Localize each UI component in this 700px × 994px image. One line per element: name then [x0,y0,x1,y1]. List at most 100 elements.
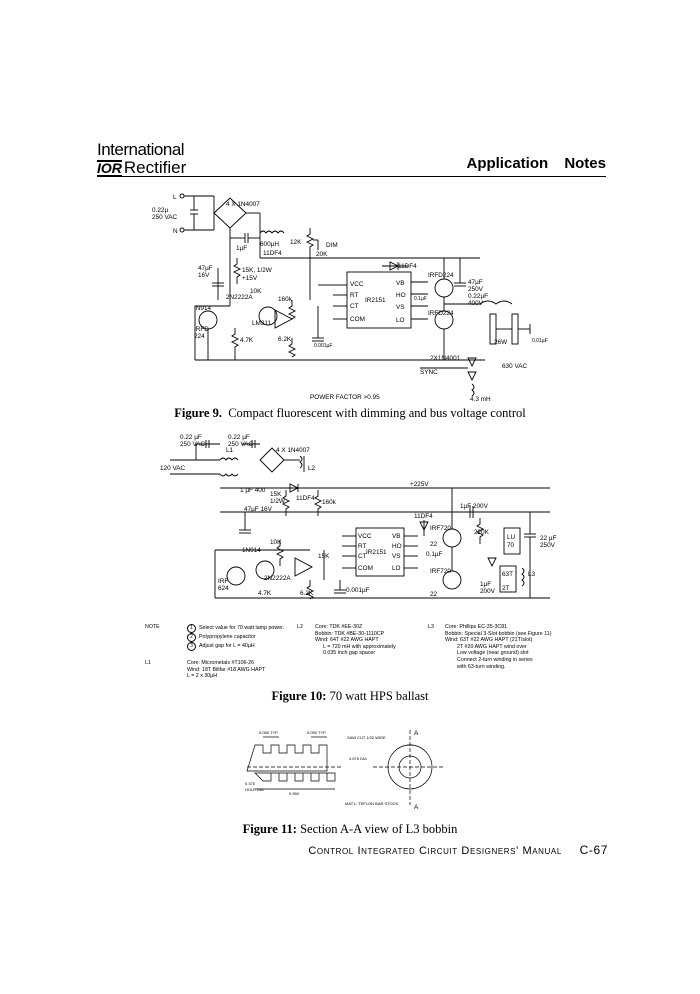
fig9-c1u: 1µF [236,245,247,252]
fig9-l43: 4.3 mH [470,396,491,403]
logo-rectifier: IOR Rectifier [97,158,186,178]
fig10-r160k: 160k [322,499,337,506]
fig10-ho: HO [392,543,402,550]
fig9-224: 224 [194,333,205,340]
fig9-p15v: +15V [242,275,258,282]
fig9-bridge: 4 X 1N4007 [226,201,260,208]
fig10-lo: LO [392,565,401,572]
fig10-r47k: 4.7K [258,590,272,597]
fig10-r22b: 22 [430,591,438,598]
fig10-l3: L3 [528,571,536,578]
fig10-c022b: 0.22 µF [228,434,250,441]
fig10-r22a: 22 [430,541,438,548]
fig11-typ1: 0.085 TYP [259,730,278,735]
fig10-lu70: 70 [507,542,515,549]
fig9-c47ov: 250V [468,286,484,293]
fig10-c22: 22 µF [540,535,557,542]
fig9-irfd: IRFD [194,326,209,333]
fig10-p225: +225V [410,481,429,488]
fig11-hole: HOLE DIA [245,787,264,792]
section-title: Application Notes [466,155,606,172]
fig10-c001: 0.001µF [346,587,370,594]
fig10-c1ubv: 200V [480,588,496,595]
fig10-r15kw: 1/2W [270,498,286,505]
fig10-c47: 47µF 16V [244,506,273,513]
fig11-a-top: A [414,730,419,737]
fig9-diode2: 11DF4 [398,263,417,270]
fig10-c01: 0.1µF [426,551,443,558]
l1-spec: Core: Micrometals #T106-26 Wind: 18T Bil… [187,660,266,680]
figure-11-drawing: 0.085 TYP 0.090 TYP SAW CUT 1/32 WIDE A … [245,730,445,811]
fig10-bridge: 4 X 1N4007 [276,447,310,454]
fig10-c1ub: 1µF [480,581,491,588]
fig9-r62k: 6.2K [278,336,292,343]
fig11-a-bot: A [414,804,419,811]
fig11-saw: SAW CUT 1/32 WIDE [347,735,386,740]
fig9-c47: 47µF [198,265,213,272]
fig9-ic: IR2151 [365,297,386,304]
fig10-l1: L1 [226,447,234,454]
fig9-d2x: 2X1N4001 [430,355,461,362]
fig9-w26: 26W [494,339,508,346]
fig10-t63: 63T [502,571,513,578]
fig9-ct: CT [350,303,359,310]
figure-9-schematic: L N 4 X 1N4007 0.22µ 250 VAC 1µF 600µH 1… [152,193,548,403]
fig10-d11: 11DF4 [296,495,315,502]
fig9-r47k: 4.7K [240,337,254,344]
fig10-r10k: 10K [270,539,282,546]
figure-9-caption: Figure 9. Compact fluorescent with dimmi… [140,406,560,421]
figure-10-schematic: 0.22 µF 250 VAC 0.22 µF 250 VAC 120 VAC … [160,434,557,600]
fig9-c001o: 0.01µF [532,338,548,344]
fig10-irf: IRF [218,578,228,585]
fig10-vb: VB [392,533,401,540]
fig9-rt: RT [350,292,358,299]
fig10-rt: RT [358,543,366,550]
fig9-c01: 0.1µF [414,296,427,302]
figure-10-caption: Figure 10: 70 watt HPS ballast [140,689,560,704]
fig10-lu: LU [507,534,516,541]
figure-11-caption-text: Section A-A view of L3 bobbin [300,822,458,836]
l2-spec: Core: TDK #EE-30Z Bobbin: TDK #BE-30-111… [315,624,396,657]
fig9-com: COM [350,316,365,323]
fig10-c22v: 250V [540,542,556,549]
fig9-r160k: 160k [278,296,293,303]
fig10-c022a: 0.22 µF [180,434,202,441]
logo-international: International [97,140,185,159]
fig9-ho: HO [396,292,406,299]
fig9-r15k: 15K, 1/2W [242,267,273,274]
fig9-vs: VS [396,304,405,311]
fig9-dim: DIM [326,242,338,249]
manual-title: Control Integrated Circuit Designers' Ma… [308,845,562,857]
fig11-typ2: 0.090 TYP [307,730,326,735]
fig11-dia1: 0.675 DIA [349,756,367,761]
fig10-d11b: 11DF4 [414,513,433,520]
fig9-sync: SYNC [420,369,438,376]
fig10-624: 624 [218,585,229,592]
fig9-c47v: 16V [198,272,210,279]
page-footer: Control Integrated Circuit Designers' Ma… [308,843,608,857]
fig10-ct: CT [358,553,367,560]
fig11-len: 0.950 [289,791,300,796]
fig10-t2: 2T [502,585,510,592]
fig9-lo: LO [396,317,405,324]
l3-spec: Core: Phillips EC-35-3C81 Bobbin: Specia… [445,624,552,670]
figure-11-caption: Figure 11: Section A-A view of L3 bobbin [140,822,560,837]
figure-11-caption-label: Figure 11: [242,822,297,836]
fig9-vcc: VCC [350,281,364,288]
fig9-cap-in: 0.22µ [152,207,168,214]
fig9-label-l: L [173,194,177,201]
logo-rectifier-text: Rectifier [123,158,187,177]
fig9-r20k: 20K [316,251,328,258]
fig9-v630: 630 VAC [502,363,527,370]
fig9-irfd224a: IRFD224 [428,272,454,279]
fig9-c022: 0.22µF [468,293,488,300]
fig10-c022av: 250 VAC [180,441,205,448]
figure-9-caption-label: Figure 9. [174,406,222,420]
logo-badge: IOR [97,159,122,177]
fig10-r62k: 6.2K [300,590,314,597]
fig9-ind: 600µH [260,241,279,248]
